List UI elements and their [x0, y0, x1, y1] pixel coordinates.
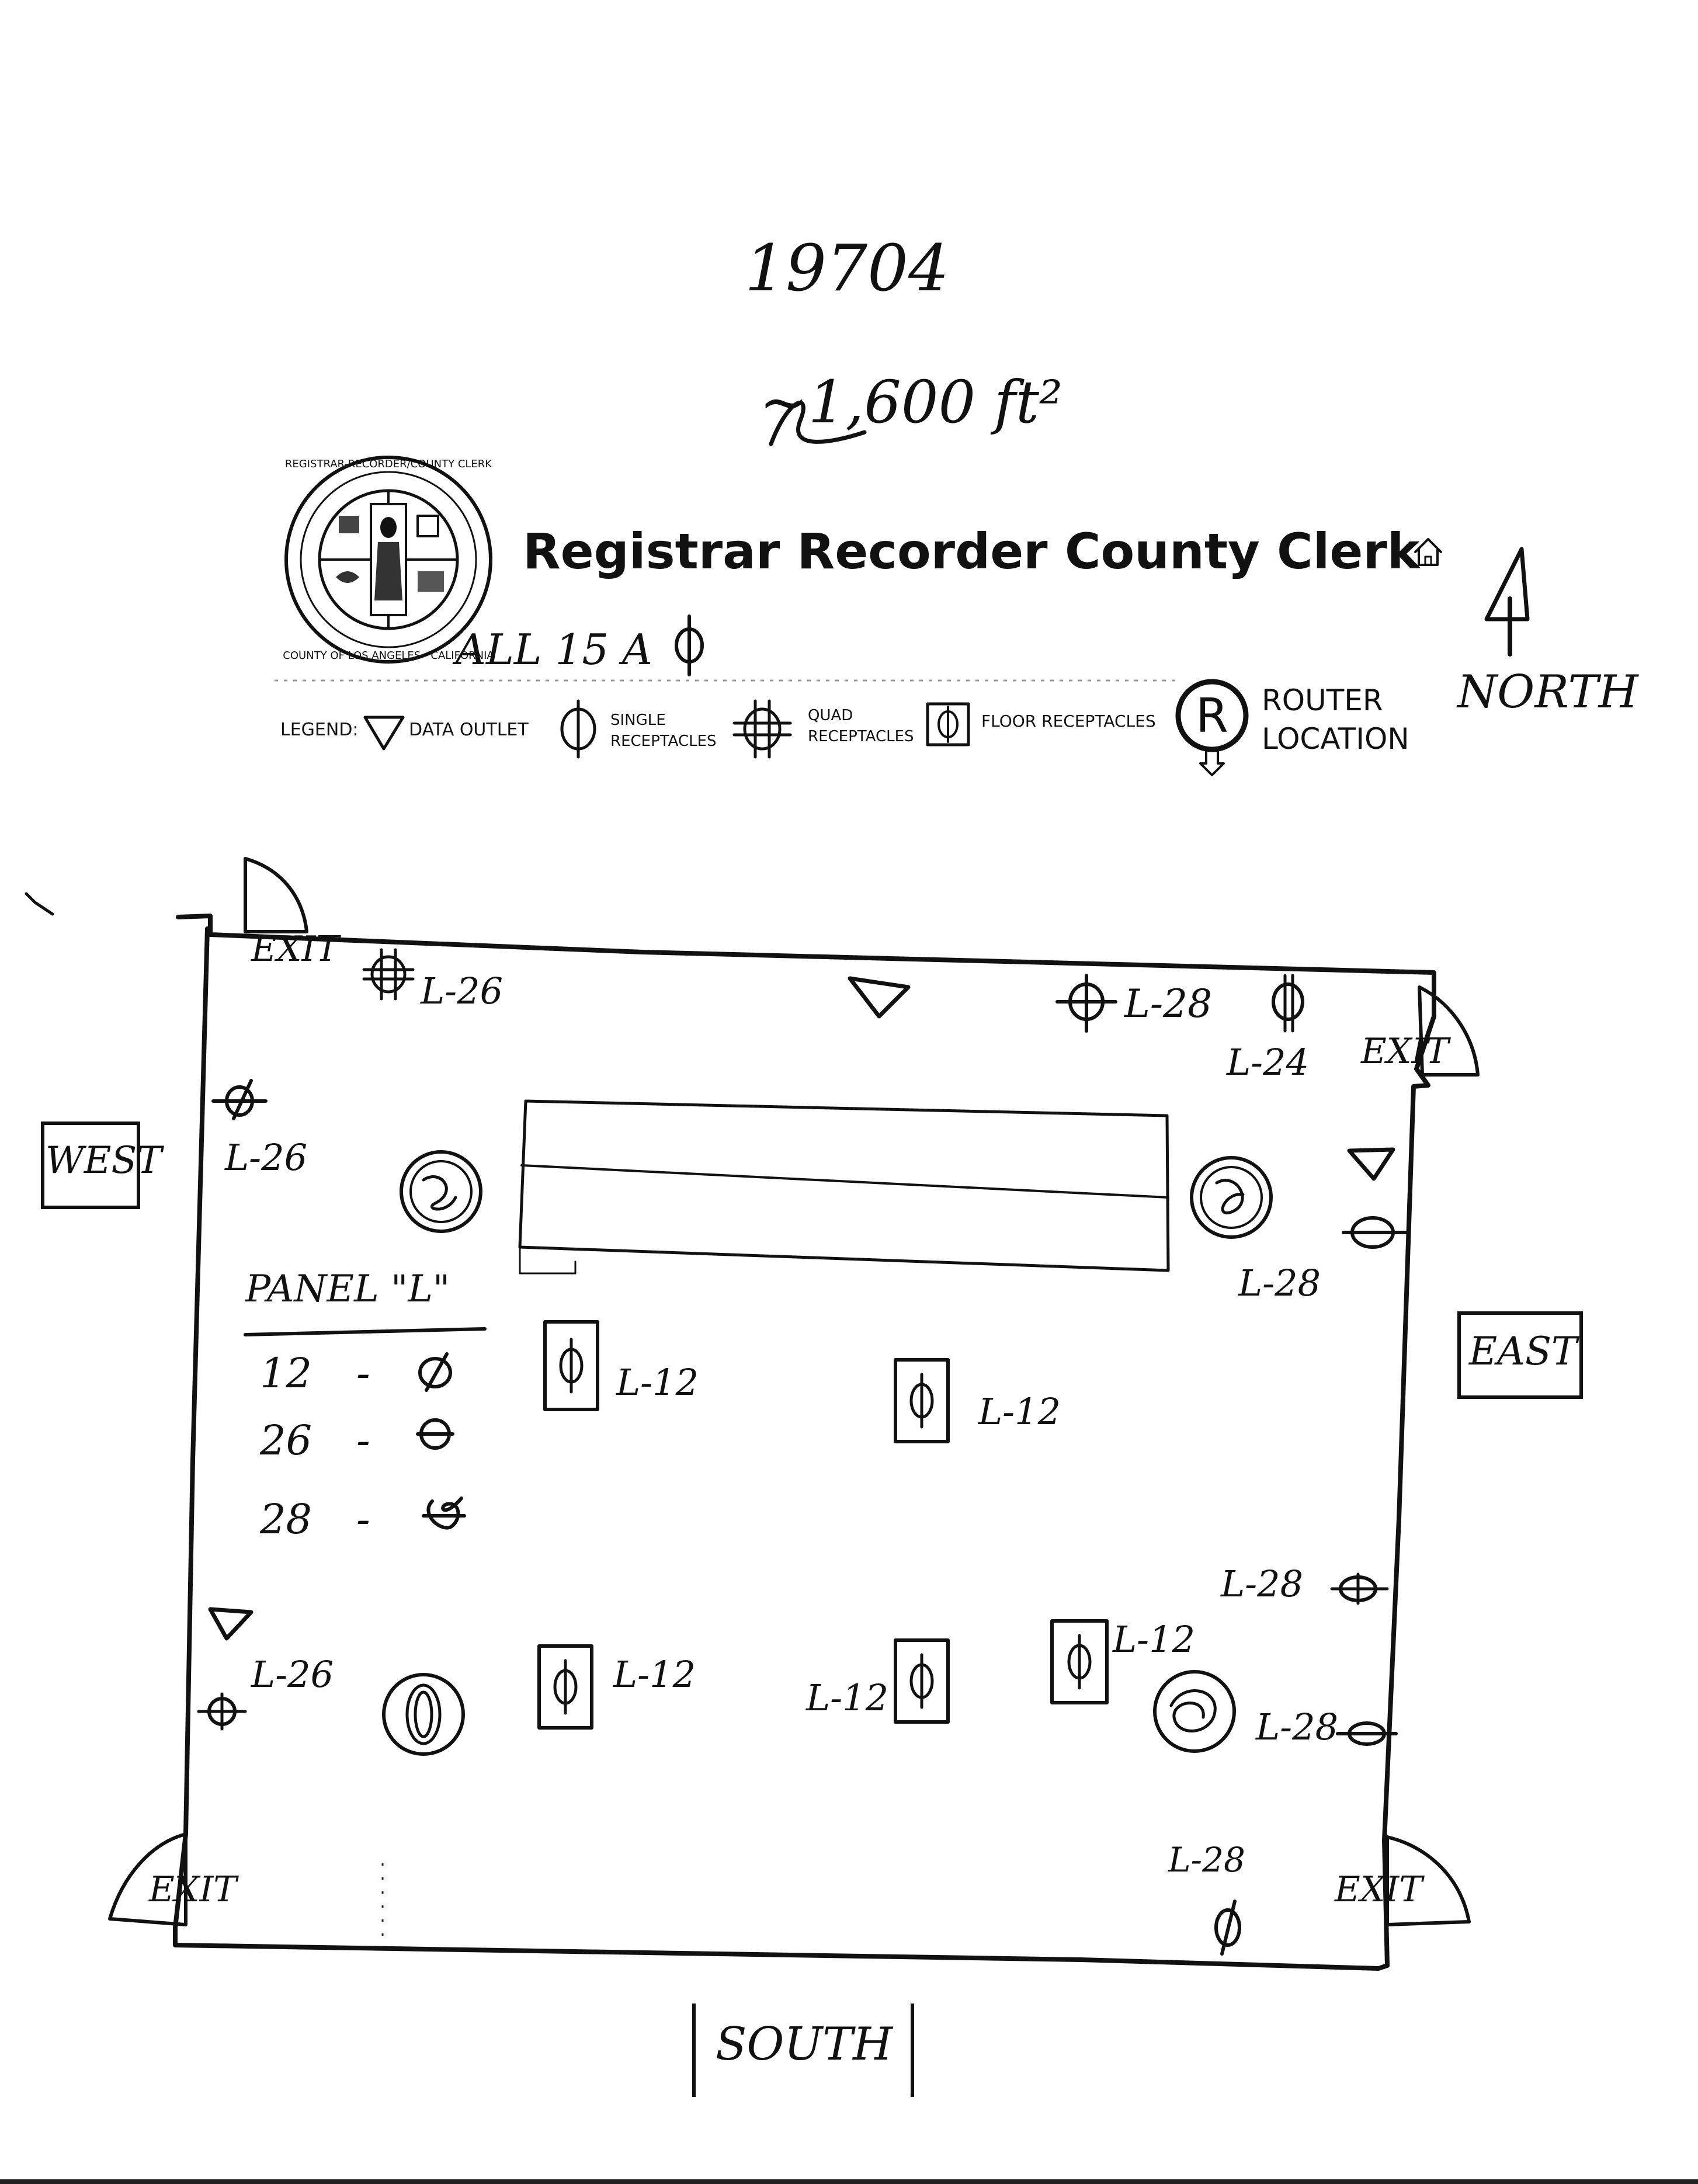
east-label: EAST	[1469, 1329, 1578, 1374]
door-nw	[244, 857, 308, 933]
single-receptacle-east-mid	[1330, 1572, 1389, 1605]
label-floor-5: L-12	[1113, 1618, 1196, 1661]
single-receptacle-east	[1342, 1216, 1409, 1249]
legend-data-outlet-icon	[363, 716, 405, 751]
legend-quad-label-2: RECEPTACLES	[808, 728, 914, 745]
quad-receptacle-nw	[362, 948, 415, 1001]
label-floor-1: L-12	[616, 1361, 699, 1404]
outlet-note: ALL 15 A	[456, 625, 653, 674]
legend-router-label-1: ROUTER	[1262, 683, 1383, 717]
door-se	[1386, 1835, 1471, 1926]
door-ne	[1418, 985, 1480, 1077]
panel-symbol-12	[418, 1352, 452, 1392]
legend-quad-label-1: QUAD	[808, 707, 853, 724]
panel-row-3-dash: -	[356, 1495, 370, 1543]
north-label: NORTH	[1457, 666, 1638, 718]
room-outline	[173, 914, 1436, 1971]
floor-receptacle-4	[894, 1638, 950, 1724]
label-east-single: L-28	[1238, 1262, 1321, 1304]
single-receptacle-south	[1214, 1900, 1241, 1956]
form-number: 19704	[745, 231, 949, 305]
exit-se: EXIT	[1335, 1869, 1423, 1910]
note-single-receptacle-icon	[675, 614, 704, 676]
legend-floor-label: FLOOR RECEPTACLES	[981, 711, 1156, 731]
west-label: WEST	[46, 1139, 162, 1182]
area-note: ~1,600 ft²	[759, 368, 1063, 436]
label-sw-single: L-26	[251, 1653, 334, 1696]
legend-single-label-1: SINGLE	[610, 711, 666, 729]
label-nw-quad: L-26	[421, 970, 504, 1012]
south-label: SOUTH	[716, 2018, 893, 2071]
legend-router-icon: R	[1175, 679, 1249, 776]
label-floor-2: L-12	[978, 1390, 1061, 1433]
label-west-single: L-26	[225, 1136, 308, 1179]
legend-single-label-2: RECEPTACLES	[610, 732, 717, 750]
floor-receptacle-5	[1050, 1619, 1109, 1704]
home-icon	[1414, 538, 1442, 566]
legend-label: LEGEND:	[280, 720, 359, 740]
router-location-ne	[1190, 1156, 1273, 1239]
single-receptacle-north-1	[1055, 974, 1117, 1033]
legend-router-label-2: LOCATION	[1262, 722, 1409, 756]
panel-underline	[244, 1327, 487, 1336]
label-ne-single: L-24	[1227, 1041, 1310, 1084]
panel-row-1-dash: -	[356, 1349, 370, 1397]
single-receptacle-sw	[197, 1692, 247, 1731]
approx-tilde-icon	[769, 401, 867, 446]
exit-sw: EXIT	[149, 1869, 237, 1910]
label-north-single: L-28	[1124, 981, 1213, 1026]
single-receptacle-se	[1336, 1721, 1398, 1746]
router-location-nw	[400, 1150, 482, 1233]
router-letter: R	[1196, 689, 1228, 743]
west-box	[41, 1121, 140, 1209]
router-location-se	[1153, 1670, 1236, 1753]
data-outlet-east	[1347, 1147, 1395, 1181]
org-title: Registrar Recorder County Clerk	[523, 523, 1420, 580]
floor-receptacle-1	[543, 1320, 599, 1411]
label-se-single: L-28	[1256, 1706, 1339, 1748]
single-receptacle-north-2	[1272, 974, 1304, 1033]
label-floor-3: L-12	[613, 1653, 696, 1696]
panel-symbol-28	[422, 1496, 466, 1530]
central-table	[518, 1099, 1170, 1275]
panel-row-2-dash: -	[356, 1416, 370, 1464]
south-box	[692, 2004, 914, 2097]
label-east-mid: L-28	[1221, 1563, 1304, 1605]
seal-text-bottom: COUNTY OF LOS ANGELES · CALIFORNIA	[283, 650, 494, 662]
legend-floor-receptacle-icon	[926, 702, 970, 746]
label-south-single: L-28	[1168, 1840, 1245, 1880]
legend-data-outlet-label: DATA OUTLET	[409, 720, 529, 740]
door-sw	[108, 1832, 187, 1926]
data-outlet-north	[848, 976, 911, 1019]
router-location-sw	[382, 1673, 465, 1756]
exit-ne: EXIT	[1361, 1031, 1449, 1072]
county-seal-icon: REGISTRAR-RECORDER/COUNTY CLERK COUNTY O…	[283, 456, 494, 664]
label-floor-4: L-12	[806, 1676, 889, 1719]
north-arrow-icon	[1484, 547, 1530, 657]
single-receptacle-west	[211, 1079, 268, 1120]
panel-title: PANEL "L"	[245, 1268, 450, 1311]
panel-row-1-circuit: 12	[260, 1349, 312, 1397]
panel-row-3-circuit: 28	[260, 1495, 312, 1543]
panel-row-2-circuit: 26	[260, 1416, 312, 1464]
legend-single-receptacle-icon	[560, 699, 596, 759]
seal-text-top: REGISTRAR-RECORDER/COUNTY CLERK	[285, 458, 492, 470]
legend-quad-receptacle-icon	[732, 699, 792, 759]
data-outlet-sw	[208, 1607, 254, 1641]
floor-receptacle-2	[894, 1358, 950, 1443]
panel-symbol-26	[416, 1418, 454, 1450]
east-box	[1457, 1311, 1583, 1399]
floor-receptacle-3	[537, 1644, 593, 1730]
